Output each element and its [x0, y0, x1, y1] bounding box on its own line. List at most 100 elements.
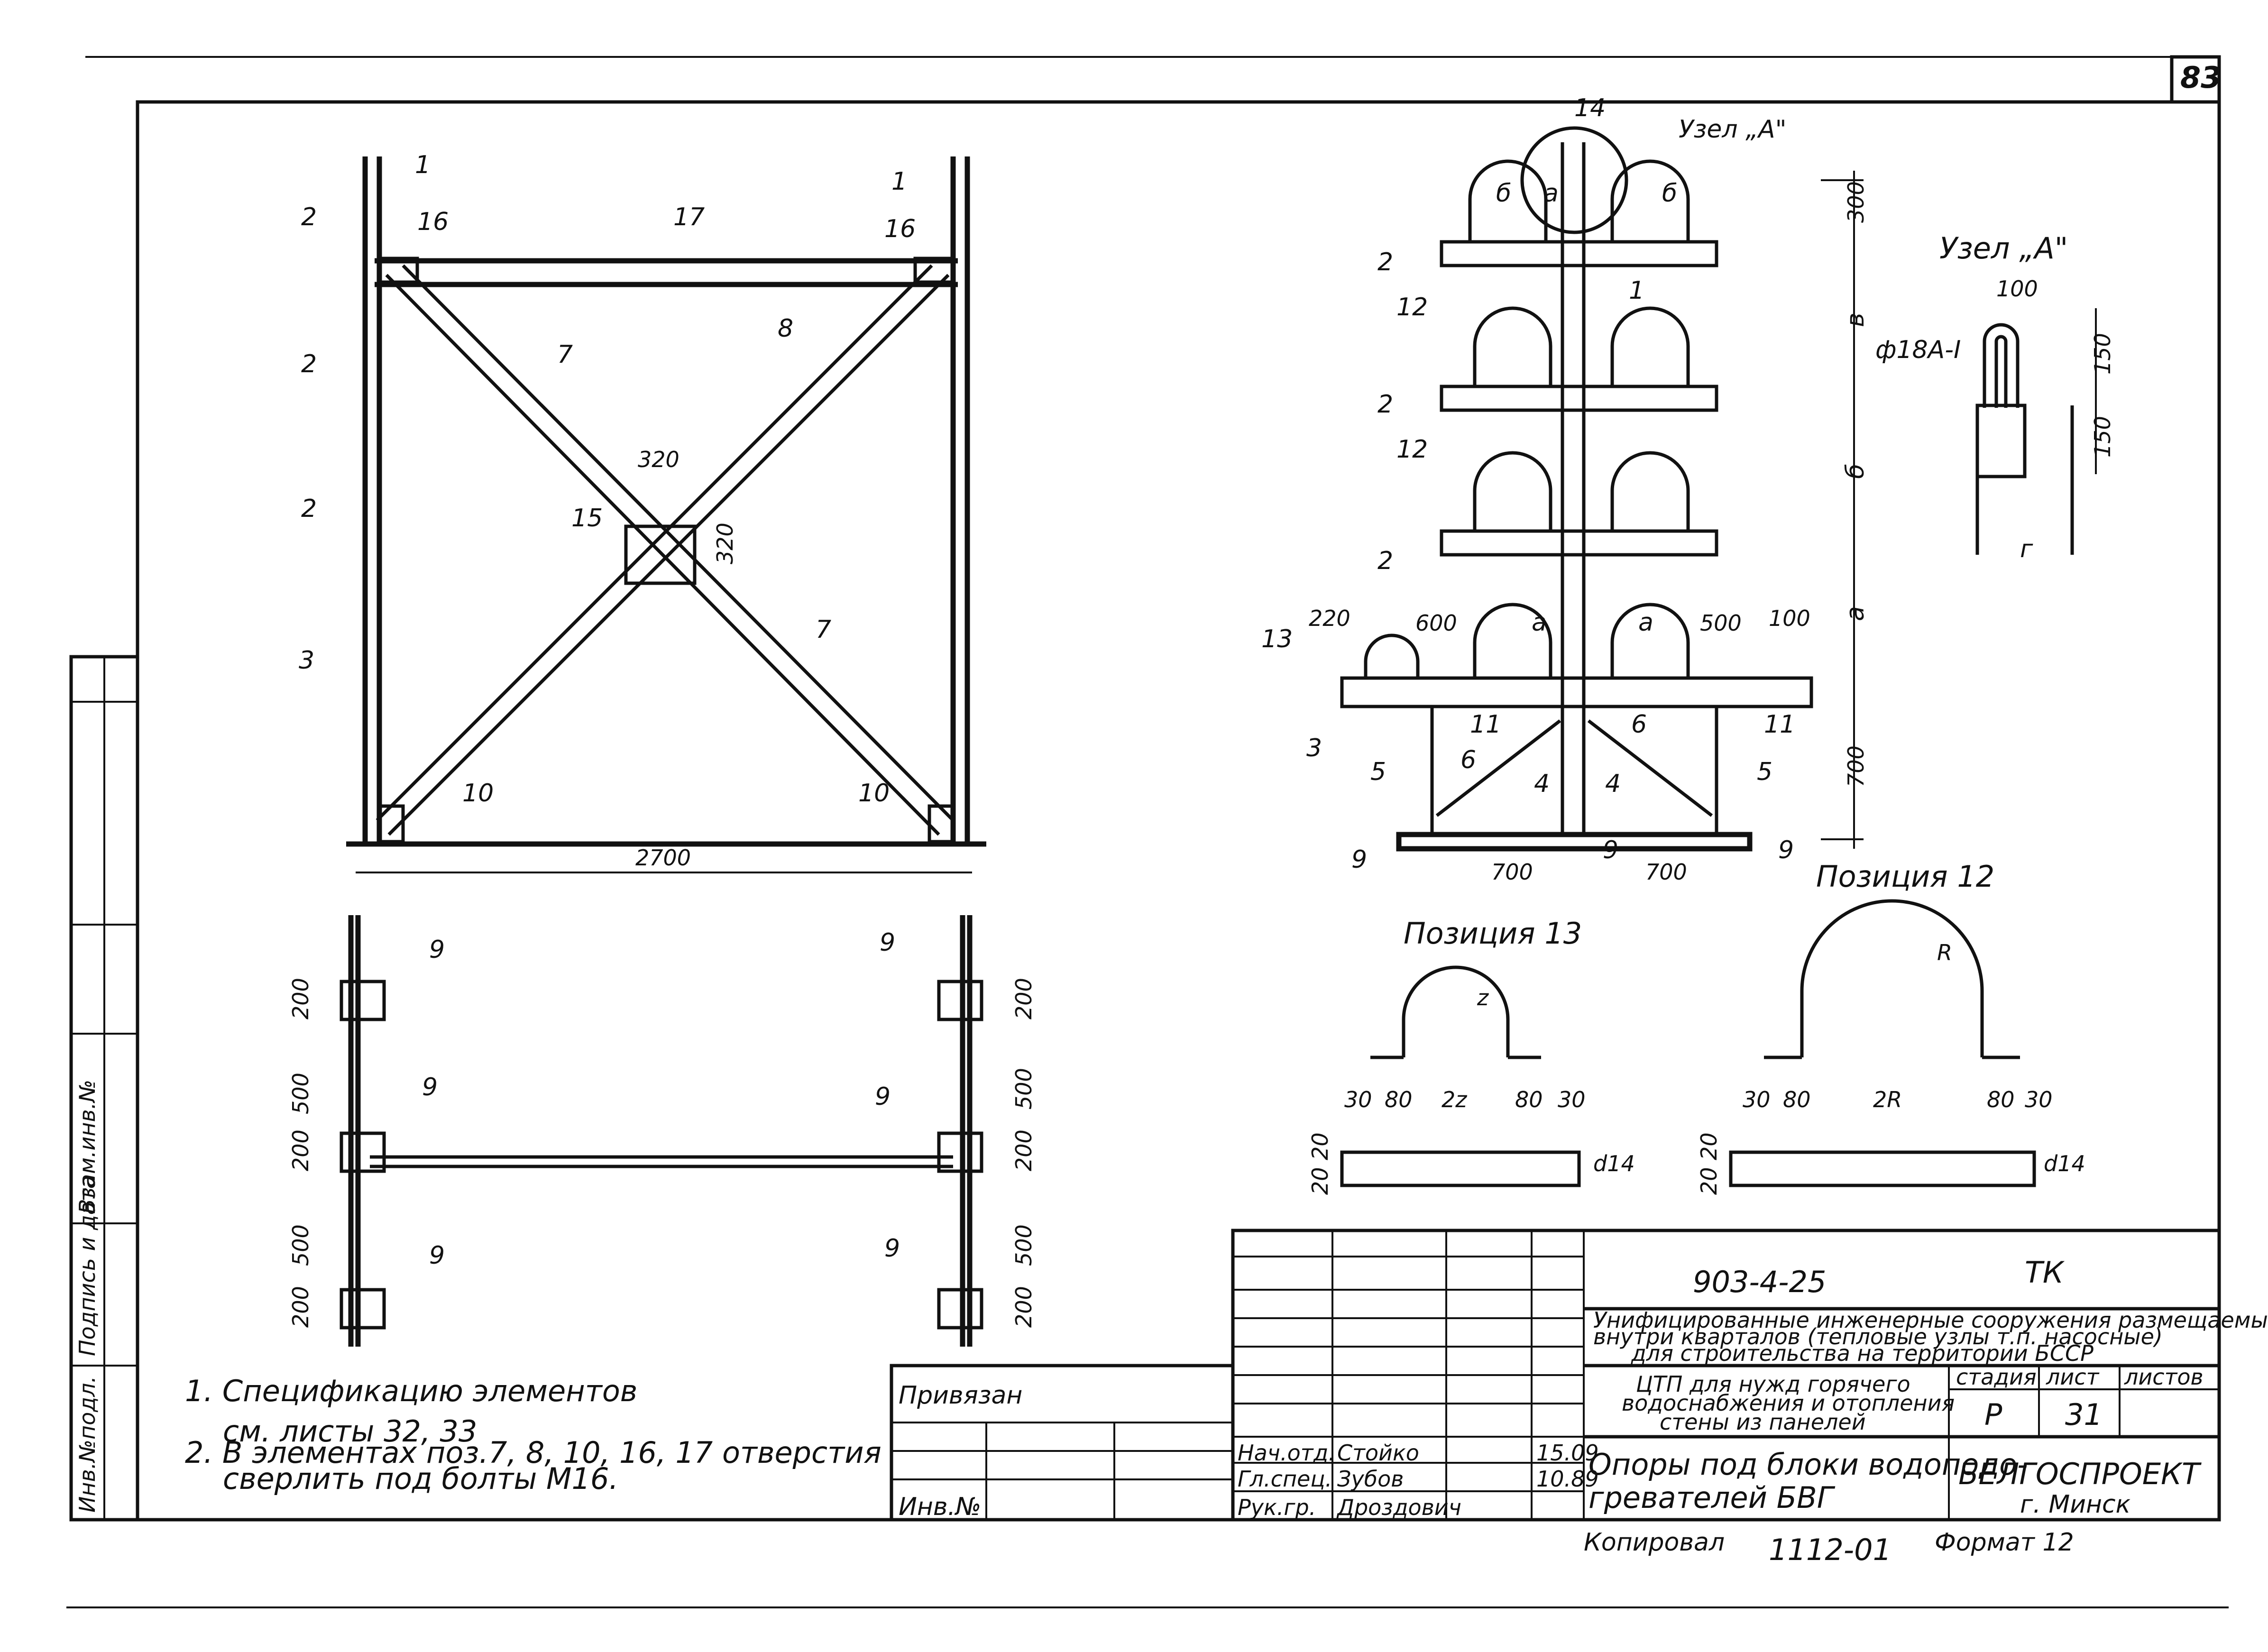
privyazan: Привязан — [899, 1381, 1022, 1410]
dim-80-a: 80 — [1385, 1087, 1413, 1112]
dim-80-c: 80 — [1783, 1087, 1811, 1112]
mark-15: 15 — [571, 504, 603, 532]
sheet-value: 31 — [2065, 1397, 2103, 1432]
stamp-vzam-inv: Взам.инв.№ — [74, 1080, 100, 1214]
dim-200-r3: 200 — [1011, 1286, 1037, 1328]
drawing-title-1: Опоры под блоки водоподо- — [1589, 1447, 2028, 1482]
mark-9-d: 9 — [880, 928, 895, 957]
mark-2-s3: 2 — [1377, 547, 1393, 575]
project-line-1: Унифицированные инженерные сооружения ра… — [1593, 1307, 2268, 1333]
mark-g: г — [2020, 535, 2033, 563]
dim-80-d: 80 — [1987, 1087, 2015, 1112]
stamp-number: 1112-01 — [1769, 1533, 1892, 1567]
mark-10-right: 10 — [858, 779, 890, 808]
stage-header: стадия — [1956, 1364, 2037, 1390]
dim-320-v: 320 — [712, 523, 738, 564]
dim-220: 220 — [1309, 606, 1350, 631]
dim-2R: 2R — [1873, 1087, 1902, 1112]
dim-700-vert: 700 — [1843, 745, 1869, 787]
mark-8: 8 — [778, 314, 793, 343]
dim-320-h: 320 — [638, 447, 679, 472]
format-label: Формат 12 — [1935, 1528, 2074, 1557]
dim-500-l2: 500 — [288, 1224, 313, 1266]
dim-200-r2: 200 — [1011, 1129, 1037, 1171]
role-1: Нач.отд. — [1238, 1440, 1335, 1466]
dim-200-l3: 200 — [288, 1286, 313, 1328]
mark-a-1: а — [1532, 608, 1547, 637]
dim-100: 100 — [1769, 606, 1810, 631]
dim-20-20-a: 20 20 — [1307, 1132, 1333, 1195]
side-stamp: Инв.№подл. Подпись и дата Взам.инв.№ — [69, 655, 139, 1522]
org-city: г. Минск — [2020, 1490, 2131, 1519]
project-line-2: внутри кварталов (тепловые узлы т.п. нас… — [1593, 1324, 2163, 1349]
dim-700-a: 700 — [1491, 859, 1533, 885]
name-3: Дроздович — [1336, 1495, 1461, 1520]
dim-d14-a: d14 — [1593, 1151, 1635, 1176]
dim-150-b: 150 — [2090, 416, 2115, 458]
subproject-line-2: водоснабжения и отопления — [1622, 1390, 1955, 1416]
plan-view: 9 9 9 9 9 9 200 500 200 500 200 200 500 … — [288, 915, 1037, 1347]
mark-5-left: 5 — [1370, 758, 1386, 786]
org-name: БЕЛГОСПРОЕКТ — [1958, 1457, 2202, 1491]
dim-700-b: 700 — [1645, 859, 1687, 885]
mark-b-right: б — [1662, 179, 1677, 208]
mark-1-right: 1 — [891, 167, 907, 196]
mark-b-vert: б — [1841, 464, 1870, 479]
mark-14: 14 — [1574, 94, 1606, 122]
mark-13: 13 — [1261, 625, 1293, 653]
stamp-inv-podl: Инв.№подл. — [74, 1376, 100, 1513]
mark-4-left: 4 — [1534, 770, 1550, 798]
name-1: Стойко — [1337, 1440, 1419, 1466]
dim-500-l1: 500 — [288, 1073, 313, 1114]
mark-11-right: 11 — [1764, 710, 1795, 739]
mark-3: 3 — [299, 646, 314, 675]
mark-10-left: 10 — [462, 779, 494, 808]
mark-9-c: 9 — [429, 1241, 445, 1270]
notes: 1. Спецификацию элементов см. листы 32, … — [185, 1374, 881, 1496]
uzel-a-ref: Узел „А" — [1679, 115, 1787, 144]
mark-5-right: 5 — [1757, 758, 1772, 786]
mark-17: 17 — [673, 203, 705, 231]
subproject-line-1: ЦТП для нужд горячего — [1636, 1371, 1910, 1397]
date-2: 10.89 — [1536, 1466, 1599, 1492]
mark-4-right: 4 — [1605, 770, 1621, 798]
mark-16-right: 16 — [884, 215, 916, 243]
title-block: Привязан Инв.№ 903-4-25 ТК Унифицированн… — [890, 1229, 2268, 1567]
pos12-title: Позиция 12 — [1816, 859, 1994, 894]
mark-2-b: 2 — [301, 350, 317, 378]
mark-16-left: 16 — [417, 208, 449, 236]
mark-12-a: 12 — [1396, 293, 1428, 321]
mark-1-left: 1 — [415, 151, 431, 179]
sheet-number: 83 — [2180, 60, 2221, 95]
dim-300: 300 — [1843, 181, 1869, 223]
dim-20-20-b: 20 20 — [1696, 1132, 1722, 1195]
inv-number: Инв.№ — [899, 1493, 981, 1521]
note-2b: сверлить под болты М16. — [223, 1461, 618, 1496]
dim-600: 600 — [1415, 610, 1457, 636]
subproject-line-3: стены из панелей — [1660, 1409, 1866, 1435]
name-2: Зубов — [1337, 1466, 1404, 1492]
rod-label: ф18А-І — [1875, 336, 1961, 364]
dim-30-b: 30 — [1558, 1087, 1586, 1112]
dim-500-r1: 500 — [1011, 1068, 1037, 1110]
project-line-3: для строительства на территории БССР — [1631, 1340, 2094, 1366]
dim-150-a: 150 — [2090, 333, 2115, 375]
mark-9-s2: 9 — [1603, 836, 1618, 864]
note-2a: 2. В элементах поз.7, 8, 10, 16, 17 отве… — [185, 1435, 881, 1470]
mark-9-b: 9 — [422, 1073, 438, 1101]
node-a-detail: Узел „А" 100 ф18А-І 150 150 г — [1875, 231, 2115, 563]
dim-200-l2: 200 — [288, 1129, 313, 1171]
mark-2-s2: 2 — [1377, 390, 1393, 419]
mark-6-left: 6 — [1460, 746, 1476, 774]
dim-30-a: 30 — [1344, 1087, 1372, 1112]
dim-2700: 2700 — [635, 845, 691, 871]
note-1b: см. листы 32, 33 — [223, 1414, 477, 1449]
stage-value: Р — [1984, 1397, 2002, 1432]
role-2: Гл.спец. — [1238, 1466, 1332, 1492]
mark-9-f: 9 — [884, 1234, 900, 1263]
mark-12-b: 12 — [1396, 435, 1428, 464]
dim-500: 500 — [1700, 610, 1742, 636]
position-13: Позиция 13 z 30 80 2z 80 30 20 20 d14 — [1307, 916, 1635, 1195]
pos13-title: Позиция 13 — [1404, 916, 1582, 951]
